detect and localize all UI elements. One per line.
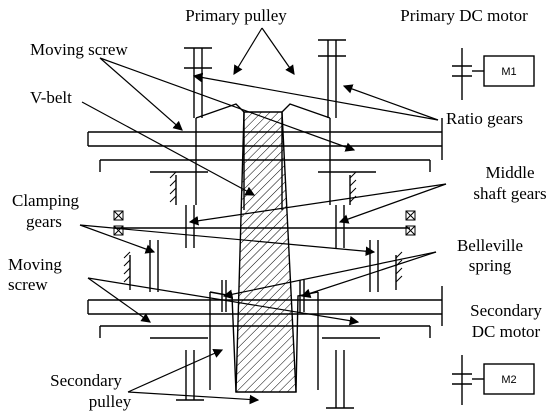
leader-arrows (79, 27, 447, 405)
ratio-gears-shape (184, 39, 484, 118)
v-belt-shape (235, 111, 297, 393)
label-belleville-spring-line1: Belleville (457, 236, 523, 255)
motor-m1-label: M1 (501, 66, 516, 78)
label-moving-screw-bottom-line1: Moving (8, 255, 62, 274)
primary-shaft (87, 118, 443, 172)
label-primary-pulley: Primary pulley (185, 6, 287, 25)
label-middle-shaft-gears-line1: Middle (485, 163, 534, 182)
label-secondary-pulley-line2: pulley (89, 392, 132, 411)
label-ratio-gears: Ratio gears (446, 109, 523, 128)
label-belleville-spring-line2: spring (469, 256, 512, 275)
label-secondary-dc-motor-line2: DC motor (472, 322, 541, 341)
label-moving-screw-top: Moving screw (30, 40, 128, 59)
motor-m2-label: M2 (501, 374, 516, 386)
label-secondary-dc-motor-line1: Secondary (470, 301, 542, 320)
labels: Primary pulley Primary DC motor Moving s… (8, 6, 547, 411)
middle-shaft-gears-shape (113, 205, 416, 248)
label-clamping-gears-line1: Clamping (12, 191, 80, 210)
label-middle-shaft-gears-line2: shaft gears (473, 184, 546, 203)
label-primary-dc-motor: Primary DC motor (400, 6, 528, 25)
label-clamping-gears-line2: gears (26, 212, 62, 231)
moving-screw-top-shape (150, 171, 376, 205)
lower-gears-shape (176, 350, 484, 409)
label-v-belt: V-belt (30, 88, 72, 107)
motor-m2: M2 (483, 363, 535, 395)
motor-m1: M1 (483, 55, 535, 87)
label-secondary-pulley-line1: Secondary (50, 371, 122, 390)
label-moving-screw-bottom-line2: screw (8, 275, 48, 294)
